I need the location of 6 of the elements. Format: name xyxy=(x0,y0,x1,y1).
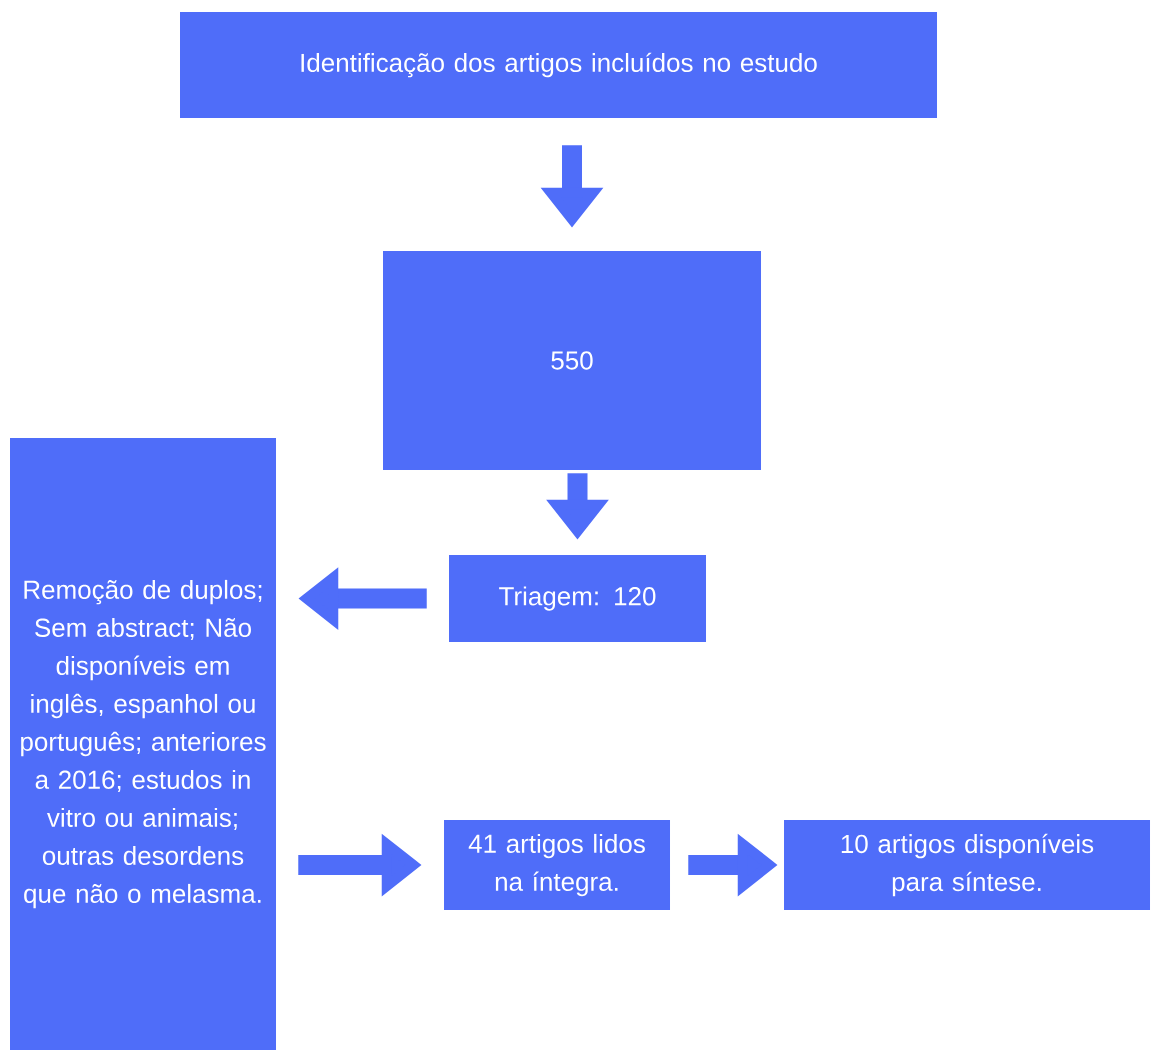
process-box: 10 artigos disponíveis para síntese. xyxy=(784,820,1150,910)
process-box: Triagem: 120 xyxy=(449,555,706,642)
process-box: 41 artigos lidos na íntegra. xyxy=(444,820,670,910)
process-box: Remoção de duplos; Sem abstract; Não disponíveis em inglês, espanhol ou português; anteriores a 2016; estudos in vitro ou animais; outras desordens que não o melasma. xyxy=(10,438,276,1050)
process-box: Identificação dos artigos incluídos no estudo xyxy=(180,12,937,118)
process-box: 550 xyxy=(383,251,761,470)
